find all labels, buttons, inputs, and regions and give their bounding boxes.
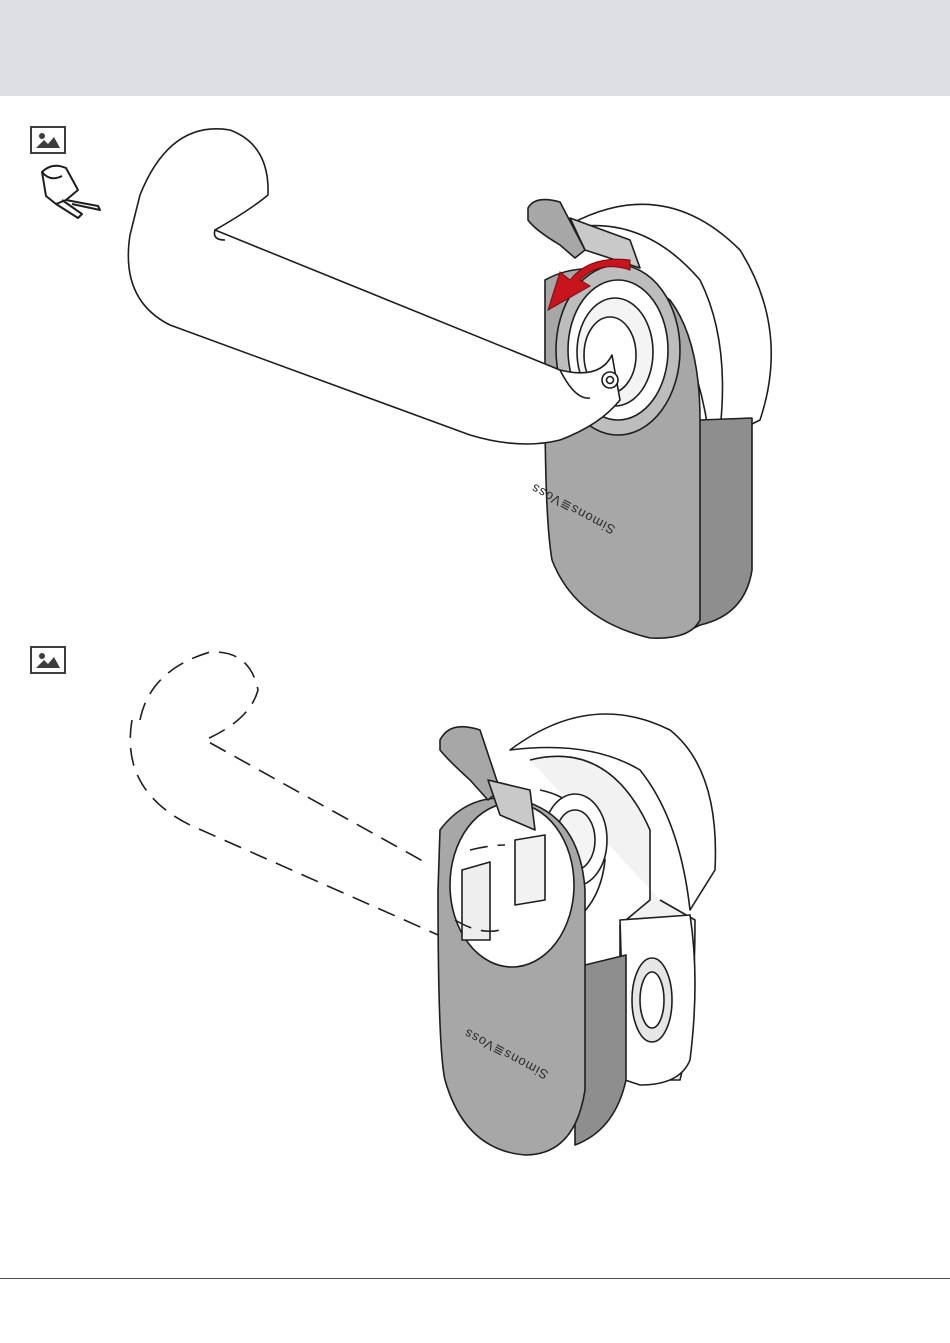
footer-rule: [0, 1278, 950, 1279]
door-handle-figure-step-2: Simons≣Voss: [0, 640, 950, 1170]
door-handle-figure-step-1: Simons≣Voss: [0, 100, 950, 650]
header-band: [0, 0, 950, 96]
